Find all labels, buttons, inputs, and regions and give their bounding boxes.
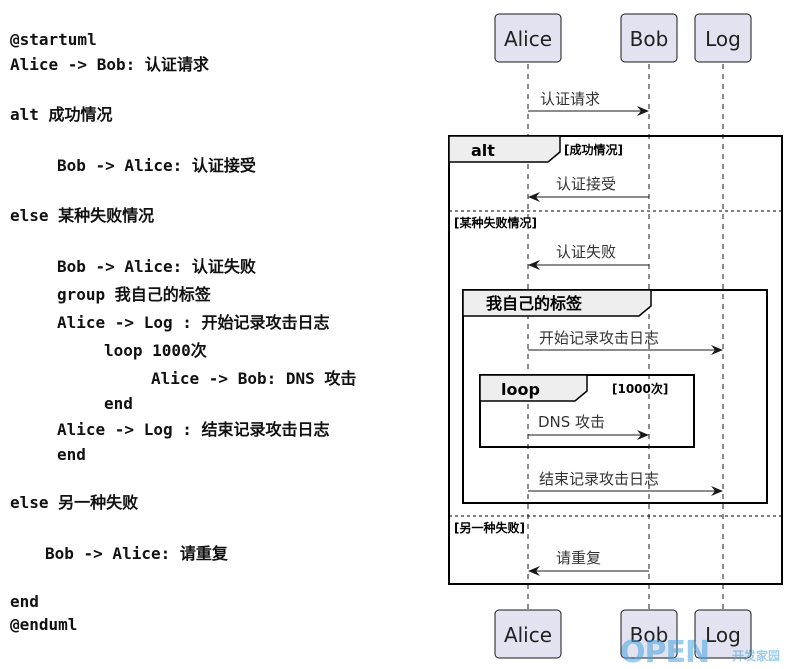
code-line: end [57,445,86,464]
code-line: group 我自己的标签 [57,285,211,304]
participant-label: Bob [630,27,669,51]
code-line: alt 成功情况 [10,105,113,124]
loop-keyword: loop [501,380,540,399]
participant-label: Log [705,623,741,647]
code-line: Bob -> Alice: 请重复 [45,544,228,563]
code-line: else 某种失败情况 [10,206,155,225]
alt-frame-header [448,135,561,163]
code-line: end [10,592,39,611]
code-line: Bob -> Alice: 认证失败 [57,257,256,276]
message-label: 认证请求 [540,90,600,108]
participant-log-bottom [694,609,752,659]
code-line: @startuml [10,30,97,49]
alt-frame [448,135,783,585]
code-line: Bob -> Alice: 认证接受 [57,156,256,175]
message-label: 请重复 [556,549,601,567]
participant-label: Bob [630,623,669,647]
message-label: 认证接受 [556,175,616,193]
participant-label: Alice [504,623,552,647]
participant-label: Alice [504,27,552,51]
message-label: 结束记录攻击日志 [539,470,659,488]
code-line: else 另一种失败 [10,493,139,512]
group-frame-header [462,289,652,317]
participant-alice-top [494,13,562,63]
message-label: 认证失败 [556,243,616,261]
watermark-brand: OPEN [620,635,709,669]
watermark-logo: OPEN 开发家园 [620,635,780,669]
participant-bob-bottom [620,609,678,659]
participant-label: Log [705,27,741,51]
code-line: end [104,394,133,413]
loop-frame-header [479,374,588,402]
alt-condition-3: [另一种失败] [454,520,525,535]
alt-condition-1: [成功情况] [564,142,623,157]
code-line: Alice -> Log : 开始记录攻击日志 [57,313,330,332]
code-line: loop 1000次 [104,341,207,360]
loop-condition: [1000次] [612,381,668,396]
alt-condition-2: [某种失败情况] [454,215,537,230]
code-line: @enduml [10,615,78,634]
alt-keyword: alt [471,141,495,160]
participant-log-top [694,13,752,63]
message-label: 开始记录攻击日志 [539,329,659,347]
code-line: Alice -> Log : 结束记录攻击日志 [57,420,330,439]
group-title: 我自己的标签 [486,294,583,313]
watermark-sub: 开发家园 [732,648,780,663]
message-label: DNS 攻击 [538,413,605,431]
code-line: Alice -> Bob: DNS 攻击 [151,369,357,388]
code-line: Alice -> Bob: 认证请求 [10,55,209,74]
participant-alice-bottom [494,609,562,659]
participant-bob-top [620,13,678,63]
